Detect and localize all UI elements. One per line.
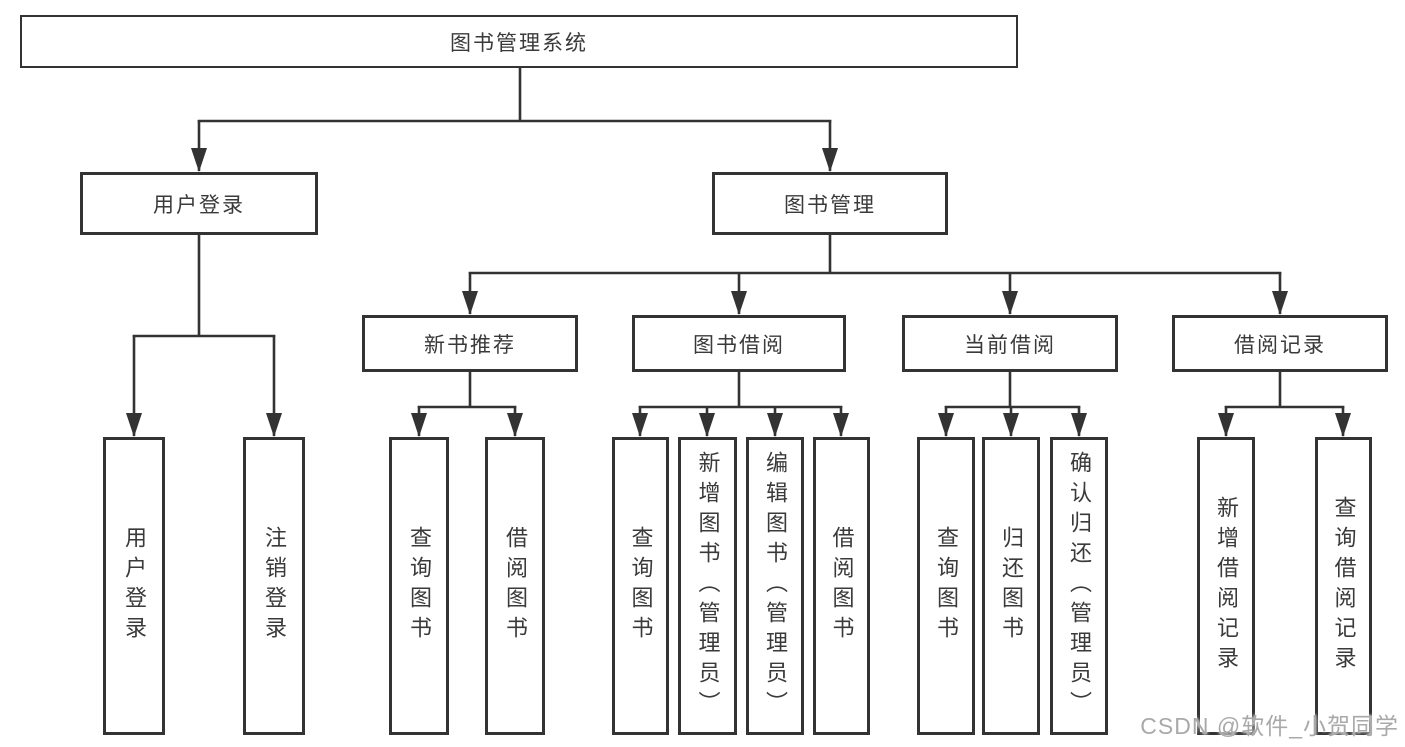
node-borrowing-borrow-books-label: 借阅图书 — [829, 526, 855, 646]
node-logout-label: 注销登录 — [262, 526, 287, 646]
node-book-management: 图书管理 — [712, 172, 948, 235]
node-current-query-books-label: 查询图书 — [934, 526, 959, 646]
node-book-borrowing: 图书借阅 — [632, 315, 846, 372]
node-recommend-borrow-books-label: 借阅图书 — [503, 526, 528, 646]
node-root-label: 图书管理系统 — [450, 31, 588, 55]
node-recommend-query-books: 查询图书 — [389, 437, 449, 735]
node-records-query-record-label: 查询借阅记录 — [1331, 496, 1357, 676]
node-borrowing-query-books: 查询图书 — [612, 437, 669, 735]
node-borrowing-records-label: 借阅记录 — [1234, 333, 1326, 357]
node-current-borrowing-label: 当前借阅 — [964, 333, 1056, 357]
node-borrowing-records: 借阅记录 — [1172, 315, 1388, 372]
node-borrowing-add-books-admin: 新增图书（管理员） — [678, 437, 737, 735]
node-login: 用户登录 — [103, 437, 165, 735]
node-logout: 注销登录 — [243, 437, 305, 735]
node-user-login: 用户登录 — [80, 172, 318, 235]
node-current-return-books-label: 归还图书 — [999, 526, 1024, 646]
node-borrowing-query-books-label: 查询图书 — [628, 526, 654, 646]
node-records-add-record-label: 新增借阅记录 — [1214, 496, 1239, 676]
node-new-book-recommend: 新书推荐 — [362, 315, 578, 372]
node-book-management-label: 图书管理 — [784, 193, 876, 217]
node-book-borrowing-label: 图书借阅 — [693, 333, 785, 357]
node-recommend-query-books-label: 查询图书 — [407, 526, 432, 646]
watermark: CSDN @软件_小贺同学 — [1140, 713, 1399, 739]
node-records-add-record: 新增借阅记录 — [1197, 437, 1255, 735]
node-borrowing-edit-books-admin: 编辑图书（管理员） — [746, 437, 804, 735]
node-current-borrowing: 当前借阅 — [902, 315, 1118, 372]
node-borrowing-edit-books-admin-label: 编辑图书（管理员） — [763, 451, 788, 721]
node-current-return-books: 归还图书 — [982, 437, 1040, 735]
node-recommend-borrow-books: 借阅图书 — [485, 437, 545, 735]
node-login-label: 用户登录 — [122, 526, 147, 646]
node-current-confirm-return-admin: 确认归还（管理员） — [1050, 437, 1108, 735]
node-current-confirm-return-admin-label: 确认归还（管理员） — [1067, 451, 1092, 721]
node-borrowing-add-books-admin-label: 新增图书（管理员） — [695, 451, 721, 721]
node-borrowing-borrow-books: 借阅图书 — [813, 437, 870, 735]
node-user-login-label: 用户登录 — [153, 193, 245, 217]
node-records-query-record: 查询借阅记录 — [1315, 437, 1372, 735]
node-new-book-recommend-label: 新书推荐 — [424, 333, 516, 357]
node-current-query-books: 查询图书 — [917, 437, 975, 735]
node-root: 图书管理系统 — [20, 15, 1018, 68]
